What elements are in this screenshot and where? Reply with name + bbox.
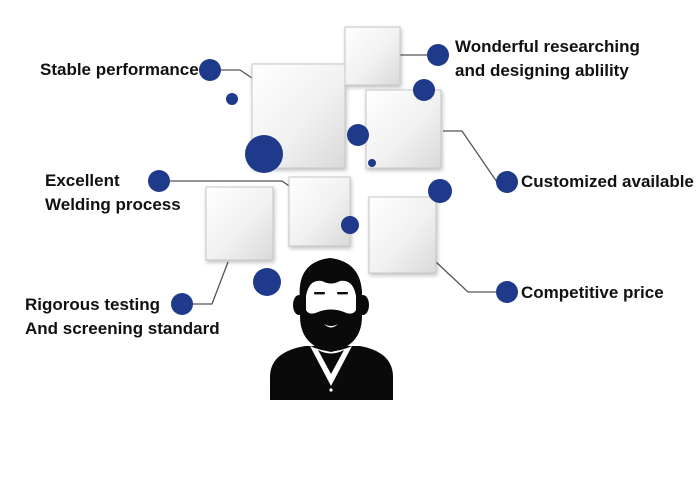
label-line: Wonderful researching <box>455 37 640 56</box>
label-line: and designing ablility <box>455 61 629 80</box>
card-middle <box>288 176 351 247</box>
label-line: Customized available <box>521 172 694 191</box>
dot-lower <box>253 268 281 296</box>
card-lower-right <box>368 196 437 274</box>
label-line: And screening standard <box>25 319 220 338</box>
label-line: Competitive price <box>521 283 664 302</box>
dot-testing <box>171 293 193 315</box>
dot-stable-performance <box>199 59 221 81</box>
label-welding: Excellent Welding process <box>45 169 181 217</box>
dot-research <box>427 44 449 66</box>
label-price: Competitive price <box>521 281 664 305</box>
dot-large <box>245 135 283 173</box>
dot-tiny <box>368 159 376 167</box>
dot-price <box>496 281 518 303</box>
label-line: Rigorous testing <box>25 295 161 314</box>
label-testing: Rigorous testing And screening standard <box>25 293 220 341</box>
dot-center <box>347 124 369 146</box>
dot-welding <box>148 170 170 192</box>
connector-price <box>435 261 497 293</box>
dot-customized <box>496 171 518 193</box>
label-customized: Customized available <box>521 170 694 194</box>
dot-upper-right <box>413 79 435 101</box>
connector-customized <box>443 130 498 183</box>
label-line: Welding process <box>45 195 181 214</box>
card-top-small <box>344 26 401 86</box>
dot-small-1 <box>226 93 238 105</box>
label-stable-performance: Stable performance <box>40 58 199 82</box>
cards <box>205 26 442 274</box>
card-lower-left <box>205 186 274 261</box>
label-line: Stable performance <box>40 60 199 79</box>
card-large-right <box>365 89 442 169</box>
label-line: Excellent <box>45 171 120 190</box>
connector-stable-performance <box>220 69 253 79</box>
bearded-man-icon <box>270 258 393 400</box>
dots <box>148 44 518 315</box>
dot-right-mid <box>428 179 452 203</box>
dot-mid-small <box>341 216 359 234</box>
connector-testing <box>192 261 229 305</box>
label-research-design: Wonderful researching and designing abli… <box>455 35 640 83</box>
